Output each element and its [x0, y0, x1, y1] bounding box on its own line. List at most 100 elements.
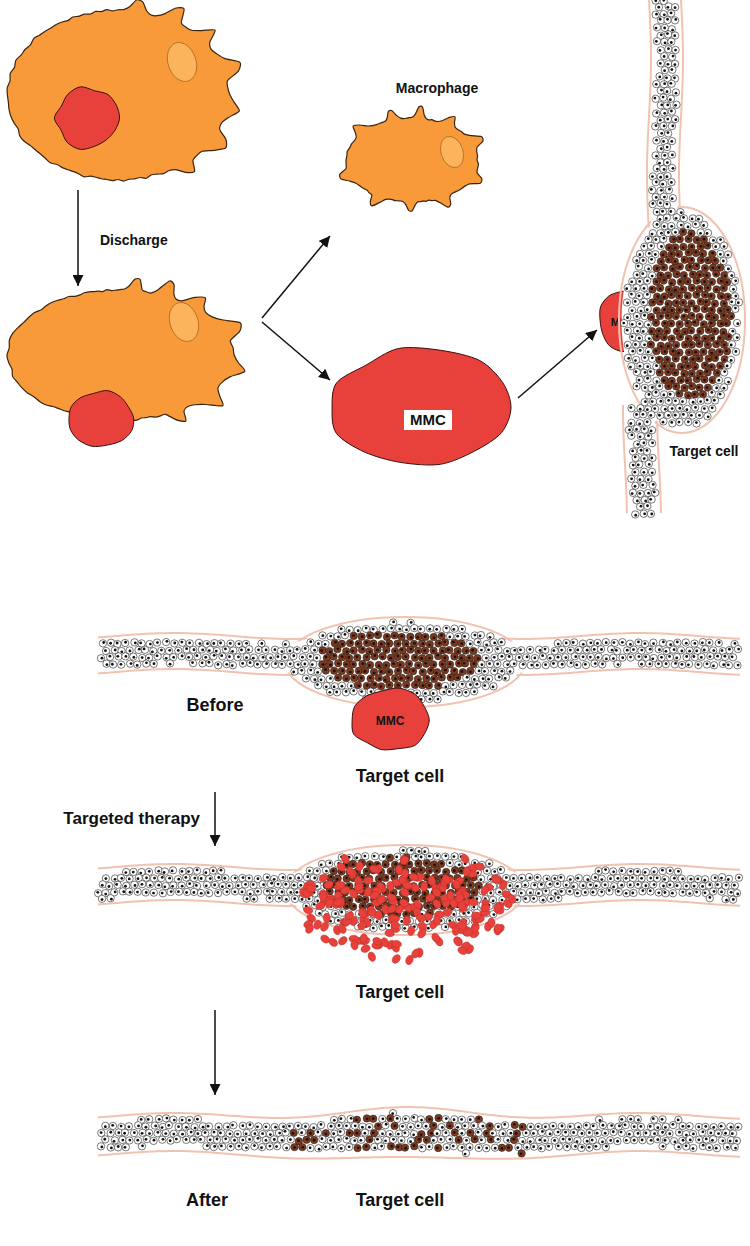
cell-nucleus	[664, 408, 667, 411]
cell-nucleus	[706, 259, 709, 262]
cell-nucleus	[676, 640, 679, 643]
cell-nucleus	[666, 118, 669, 121]
cell-nucleus	[660, 33, 663, 36]
tissue-cell	[362, 625, 369, 632]
cell-nucleus	[720, 280, 723, 283]
tissue-cell	[723, 319, 730, 326]
cell-nucleus	[697, 218, 700, 221]
cell-nucleus	[678, 309, 681, 312]
cell-nucleus	[649, 343, 652, 346]
cell-nucleus	[177, 649, 180, 652]
tissue-cell	[663, 201, 670, 208]
tissue-cell	[310, 661, 317, 668]
cell-nucleus	[335, 691, 338, 694]
cell-nucleus	[413, 628, 416, 631]
cell-nucleus	[165, 657, 168, 660]
tissue-cell	[624, 341, 631, 348]
cell-nucleus	[655, 27, 658, 30]
tissue-cell	[633, 368, 640, 375]
cell-nucleus	[320, 649, 323, 652]
tissue-cell	[629, 489, 636, 496]
cell-nucleus	[283, 656, 286, 659]
cell-nucleus	[660, 132, 663, 135]
cell-nucleus	[663, 112, 666, 115]
cell-nucleus	[659, 119, 662, 122]
tissue-cell	[684, 278, 691, 285]
tissue-cell	[685, 660, 692, 667]
tissue-cell	[649, 230, 656, 237]
vessel-ground	[650, 0, 681, 240]
tissue-cell	[434, 696, 441, 703]
cell-nucleus	[699, 400, 702, 403]
cell-nucleus	[670, 140, 673, 143]
tissue-cell	[623, 299, 630, 306]
tissue-cell	[717, 250, 724, 257]
cell-nucleus	[639, 365, 642, 368]
tissue-cell	[246, 646, 253, 653]
tissue-cell	[271, 661, 278, 668]
tissue-cell	[653, 38, 660, 45]
tissue-cell	[641, 354, 648, 361]
cell-nucleus	[639, 349, 642, 352]
cell-nucleus	[655, 181, 658, 184]
tissue-cell	[665, 300, 672, 307]
tissue-cell	[653, 164, 660, 171]
cell-nucleus	[478, 670, 481, 673]
cell-nucleus	[655, 155, 658, 158]
cell-nucleus	[700, 259, 703, 262]
cell-nucleus	[698, 342, 701, 345]
cell-nucleus	[418, 850, 421, 853]
tissue-cell	[673, 383, 680, 390]
cell-nucleus	[648, 463, 651, 466]
tissue-cell	[664, 369, 671, 376]
cell-nucleus	[313, 649, 316, 652]
tissue-cell	[715, 377, 722, 384]
cell-nucleus	[723, 302, 726, 305]
tissue-cell	[680, 286, 687, 293]
tissue-cell	[652, 11, 659, 18]
tissue-cell	[693, 263, 700, 270]
cell-nucleus	[373, 654, 376, 657]
cell-nucleus	[727, 381, 730, 384]
tissue-cell	[498, 638, 505, 645]
cell-nucleus	[654, 321, 657, 324]
cell-nucleus	[373, 671, 376, 674]
tissue-cell	[310, 675, 317, 682]
cell-nucleus	[716, 342, 719, 345]
cell-nucleus	[631, 323, 634, 326]
tissue-cell	[653, 265, 660, 272]
cell-nucleus	[694, 351, 697, 354]
cell-nucleus	[659, 218, 662, 221]
cell-nucleus	[651, 356, 654, 359]
cell-nucleus	[340, 627, 343, 630]
cell-nucleus	[660, 89, 663, 92]
tissue-cell	[624, 354, 631, 361]
tissue-cell	[542, 662, 549, 669]
tissue-cell	[653, 236, 660, 243]
tissue-cell	[672, 300, 679, 307]
cell-nucleus	[300, 669, 303, 672]
cell-nucleus	[659, 62, 662, 65]
cell-nucleus	[636, 500, 639, 503]
cell-nucleus	[432, 677, 435, 680]
cell-nucleus	[707, 328, 710, 331]
cell-nucleus	[380, 643, 383, 646]
tissue-cell	[215, 662, 222, 669]
cell-nucleus	[656, 335, 659, 338]
cell-nucleus	[647, 237, 650, 240]
cell-nucleus	[399, 663, 402, 666]
macrophage-body	[7, 0, 240, 181]
cell-nucleus	[716, 371, 719, 374]
tissue-cell	[655, 383, 662, 390]
cell-nucleus	[671, 268, 674, 271]
cell-nucleus	[206, 642, 209, 645]
cell-nucleus	[648, 252, 651, 255]
tissue-cell	[666, 654, 673, 661]
tissue-cell	[681, 314, 688, 321]
cell-nucleus	[710, 294, 713, 297]
cell-nucleus	[714, 245, 717, 248]
cell-nucleus	[436, 654, 439, 657]
cell-nucleus	[699, 287, 702, 290]
tissue-cell	[713, 369, 720, 376]
tissue-cell	[647, 313, 654, 320]
